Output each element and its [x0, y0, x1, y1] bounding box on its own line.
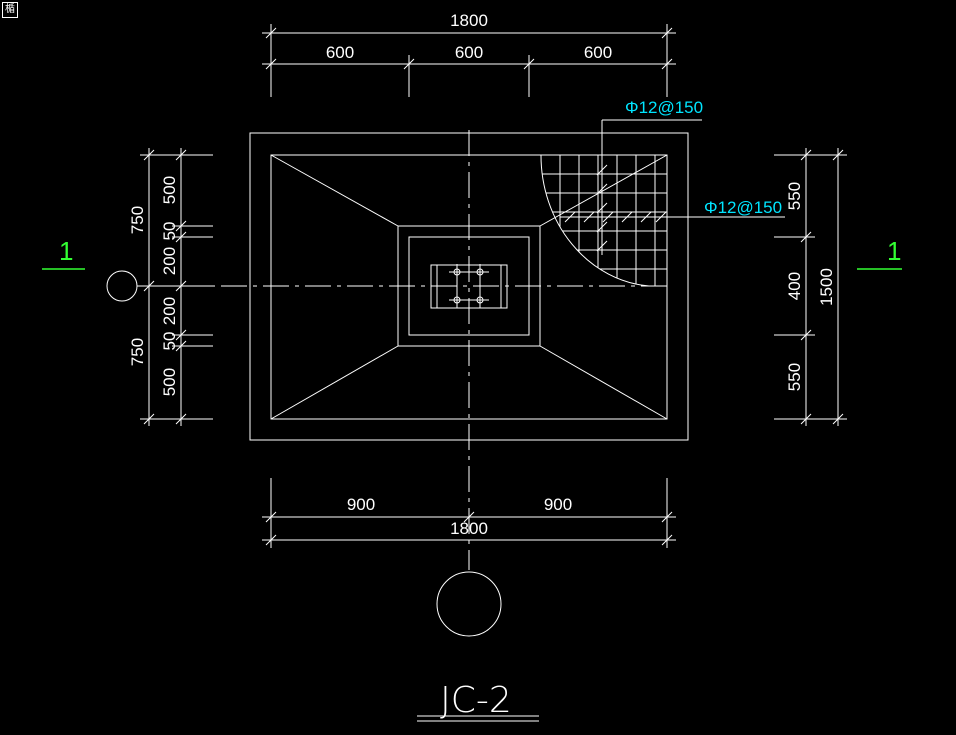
rebar-grid-detail: Φ12@150 Φ12@150	[540, 98, 785, 287]
rebar-label-horizontal: Φ12@150	[704, 198, 782, 217]
left-dim-upper-total: 750	[128, 206, 147, 234]
rebar-label-vertical: Φ12@150	[625, 98, 703, 117]
left-dim-lower-total: 750	[128, 338, 147, 366]
bottom-dimension-chain: 900 900 1800	[262, 478, 676, 637]
left-dim-lower-a: 500	[160, 368, 179, 396]
bottom-dim-left: 900	[347, 495, 375, 514]
left-dimension-chain: 750 500 50 200 200 50 500 750	[106, 148, 213, 426]
bottom-axis-bubble	[436, 571, 502, 637]
drawing-title-block: JC-2	[417, 680, 539, 722]
section-mark-right: 1	[857, 236, 902, 270]
right-dim-total: 1500	[817, 268, 836, 306]
section-mark-left-label: 1	[59, 236, 73, 266]
left-dim-upper-a: 500	[160, 176, 179, 204]
left-dim-mid-a: 200	[160, 247, 179, 275]
footing-plan	[137, 130, 689, 570]
top-dim-total: 1800	[450, 11, 488, 30]
top-dim-seg2: 600	[455, 43, 483, 62]
section-mark-right-label: 1	[887, 236, 901, 266]
top-dimension-chain: 1800 600 600 600	[262, 11, 676, 97]
left-dim-upper-b: 50	[160, 222, 179, 241]
left-dim-mid-b: 200	[160, 297, 179, 325]
drawing-title: JC-2	[440, 680, 512, 721]
section-mark-left: 1	[42, 236, 85, 270]
bottom-dim-right: 900	[544, 495, 572, 514]
right-dim-mid: 400	[785, 272, 804, 300]
right-dimension-chain: 550 400 550 1500	[774, 148, 847, 426]
top-dim-seg1: 600	[326, 43, 354, 62]
left-axis-bubble	[106, 270, 138, 302]
corner-glyph: 楯	[2, 2, 18, 18]
right-dim-bottom: 550	[785, 363, 804, 391]
bottom-dim-total: 1800	[450, 519, 488, 538]
right-dim-top: 550	[785, 182, 804, 210]
left-dim-lower-b: 50	[160, 332, 179, 351]
top-dim-seg3: 600	[584, 43, 612, 62]
